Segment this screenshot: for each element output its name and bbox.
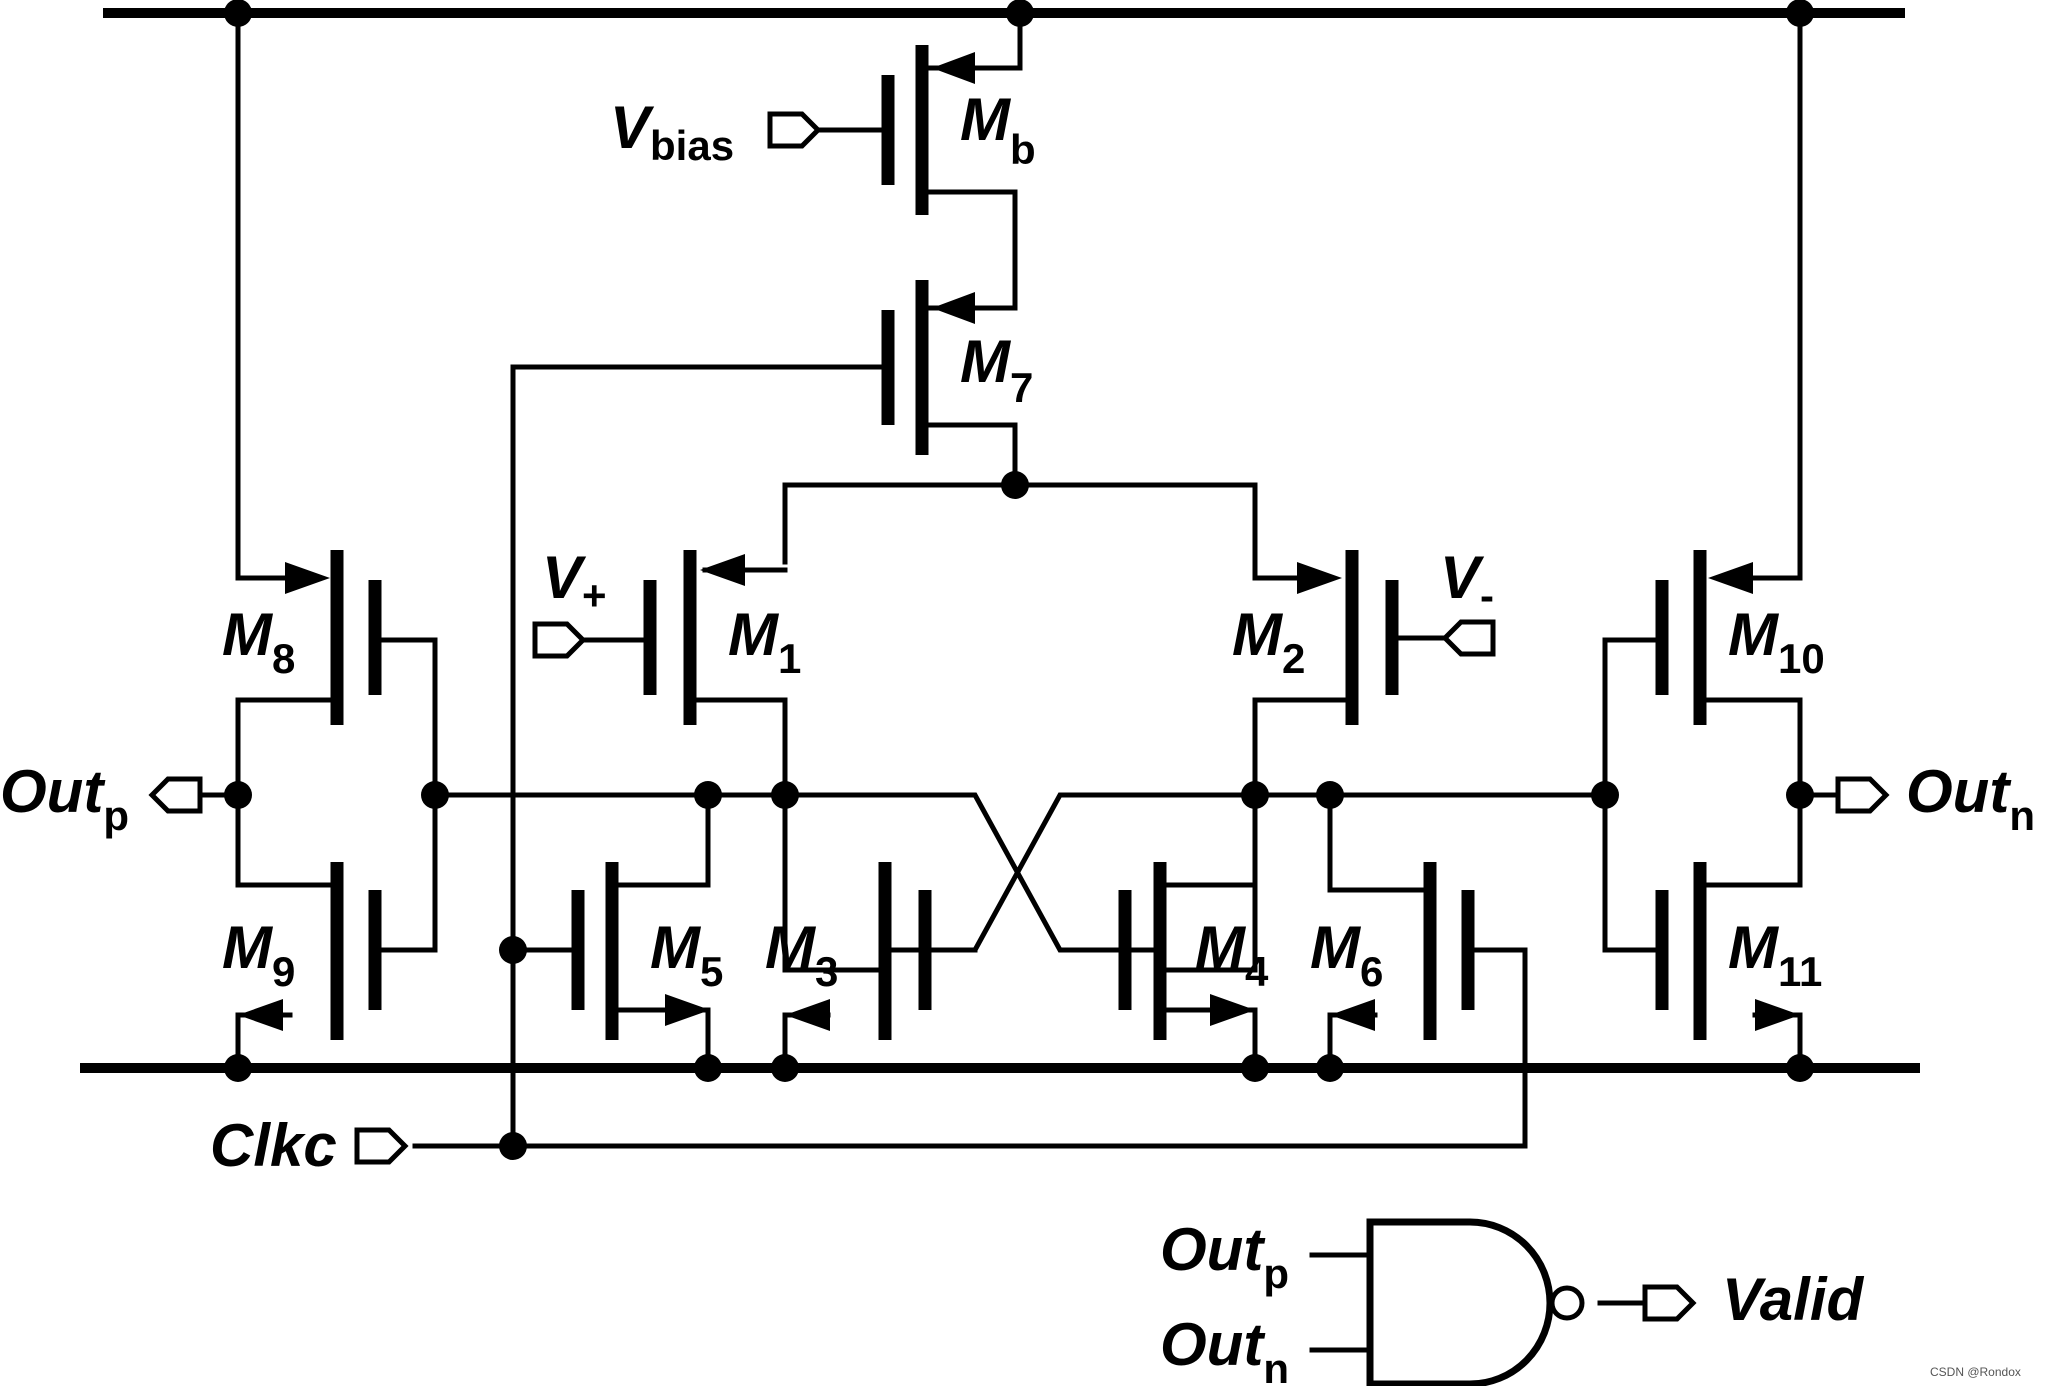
valid-port-icon [1645,1287,1693,1319]
m10-label: M10 [1728,601,1825,682]
vplus-port-icon [535,624,583,656]
nand-gate-icon [1366,1218,1585,1386]
mb-label: Mb [960,86,1036,173]
outp-label: Outp [0,758,129,839]
m11-label: M11 [1728,914,1822,995]
clkc-port-icon [357,1130,405,1162]
arrowheads [238,52,1800,1031]
vminus-label: V- [1440,544,1494,619]
vminus-port-icon [1445,622,1493,654]
m5-label: M5 [650,914,723,995]
outn-label: Outn [1906,758,2035,839]
m6-label: M6 [1310,914,1383,995]
wires [202,10,1841,1353]
valid-label: Valid [1722,1266,1865,1333]
m2-label: M2 [1232,601,1305,682]
vbias-label: Vbias [610,94,734,169]
nand-input-outp-label: Outp [1160,1216,1289,1297]
nand-input-outn-label: Outn [1160,1311,1289,1386]
vplus-label: V+ [542,544,607,619]
outp-port-icon [152,779,200,811]
outn-port-icon [1838,779,1886,811]
junction-dots [224,0,1814,1160]
transistor-bars [330,45,1707,1040]
m7-label: M7 [960,328,1033,411]
m8-label: M8 [222,601,295,682]
m9-label: M9 [222,914,295,995]
clkc-label: Clkc [210,1112,337,1179]
m3-label: M3 [765,914,838,995]
vbias-port-icon [770,114,818,146]
m1-label: M1 [728,601,801,682]
m4-label: M4 [1195,914,1269,995]
watermark: CSDN @Rondox [1930,1365,2021,1379]
